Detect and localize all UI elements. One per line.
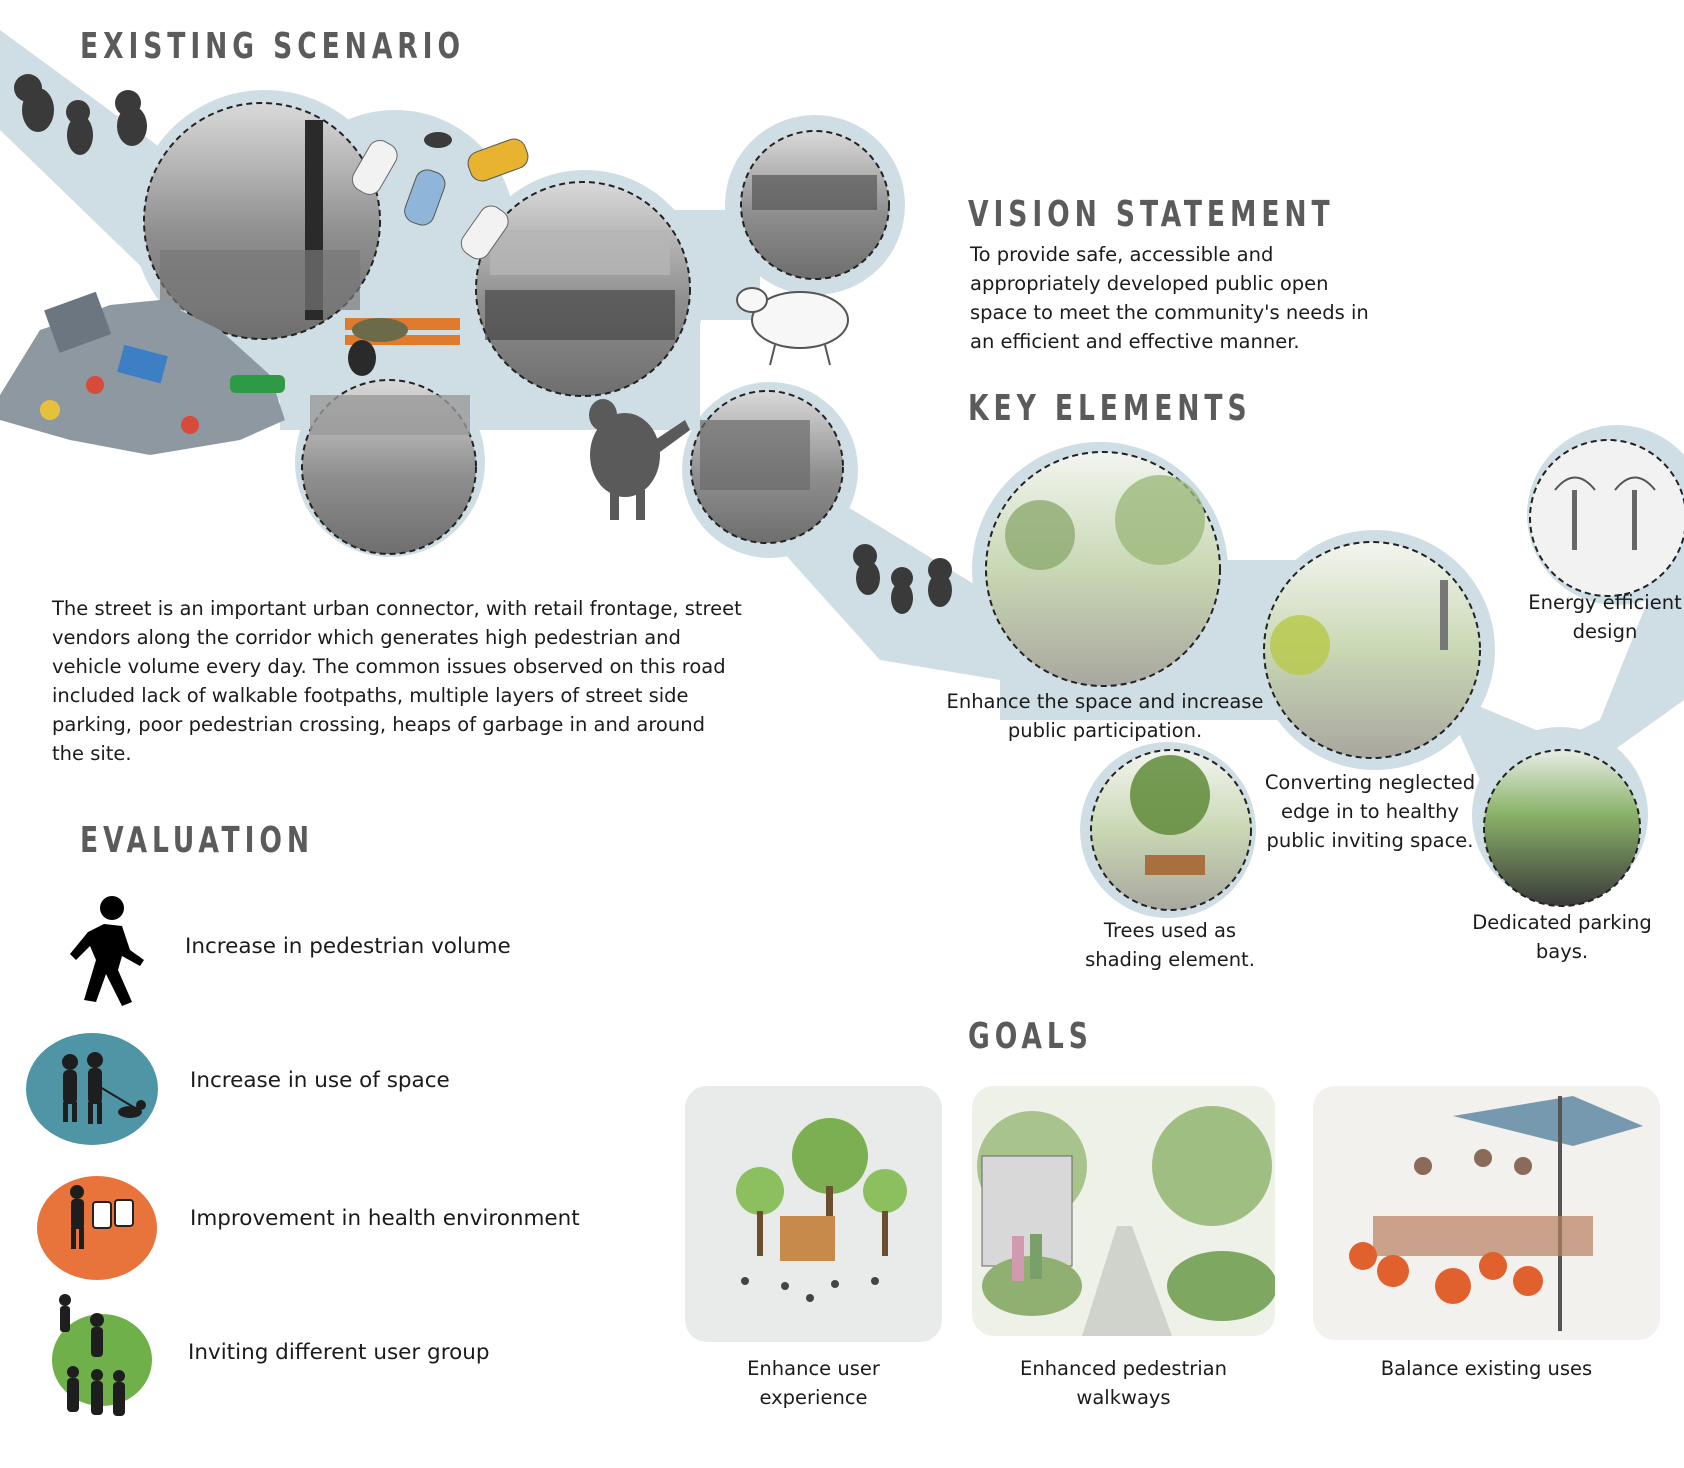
evaluation-label-4: Inviting different user group <box>188 1340 490 1365</box>
existing-scenario-description: The street is an important urban connect… <box>52 597 742 765</box>
goal-image-2 <box>972 1086 1275 1336</box>
bench-illustration <box>345 318 460 376</box>
pedestrian-icon <box>70 896 144 1006</box>
evaluation-label-2: Increase in use of space <box>190 1068 450 1093</box>
evaluation-label-1: Increase in pedestrian volume <box>185 934 511 959</box>
key-element-label-1: Enhance the space and increase public pa… <box>946 690 1264 742</box>
photo-bubble-4 <box>301 379 477 555</box>
key-element-photo-parking <box>1483 749 1641 907</box>
goal-label-3: Balance existing uses <box>1380 1357 1593 1380</box>
key-element-label-3: Energy efficient design <box>1528 591 1682 643</box>
vision-statement-title: VISION STATEMENT <box>968 194 1335 235</box>
existing-scenario-title: EXISTING SCENARIO <box>80 26 465 67</box>
key-element-sketch-3 <box>1529 439 1684 597</box>
key-element-label-5: Dedicated parking bays. <box>1472 911 1652 963</box>
goal-label-2: Enhanced pedestrian walkways <box>1020 1357 1227 1409</box>
garbage-heap-illustration <box>0 291 285 455</box>
cow-illustration <box>736 287 849 366</box>
goals-title: GOALS <box>968 1016 1093 1057</box>
user-group-icon <box>52 1294 152 1416</box>
photo-bubble-3 <box>740 130 890 280</box>
pedestrian-silhouettes-mid <box>853 544 952 614</box>
people-walking-dog-icon <box>26 1033 158 1145</box>
photo-bubble-1 <box>143 102 381 340</box>
evaluation-label-3: Improvement in health environment <box>190 1206 580 1231</box>
photo-bubble-5 <box>690 390 844 544</box>
key-element-label-2: Converting neglected edge in to healthy … <box>1264 771 1476 852</box>
pedestrian-silhouettes-top <box>14 74 147 155</box>
key-element-sketch-2 <box>1263 541 1481 759</box>
vision-statement-text: To provide safe, accessible and appropri… <box>970 243 1369 353</box>
photo-bubble-2 <box>475 181 691 397</box>
goal-image-1 <box>685 1086 942 1342</box>
dog-illustration <box>589 399 690 520</box>
key-element-photo-trees <box>1090 749 1252 911</box>
key-element-label-4: Trees used as shading element. <box>1085 919 1255 971</box>
goal-label-1: Enhance user experience <box>747 1357 880 1409</box>
garbage-bins-icon <box>37 1176 157 1280</box>
key-element-sketch-1 <box>985 451 1221 687</box>
key-elements-title: KEY ELEMENTS <box>968 388 1252 429</box>
car-icons <box>351 132 529 260</box>
goal-image-3 <box>1313 1086 1660 1340</box>
evaluation-title: EVALUATION <box>80 820 315 861</box>
